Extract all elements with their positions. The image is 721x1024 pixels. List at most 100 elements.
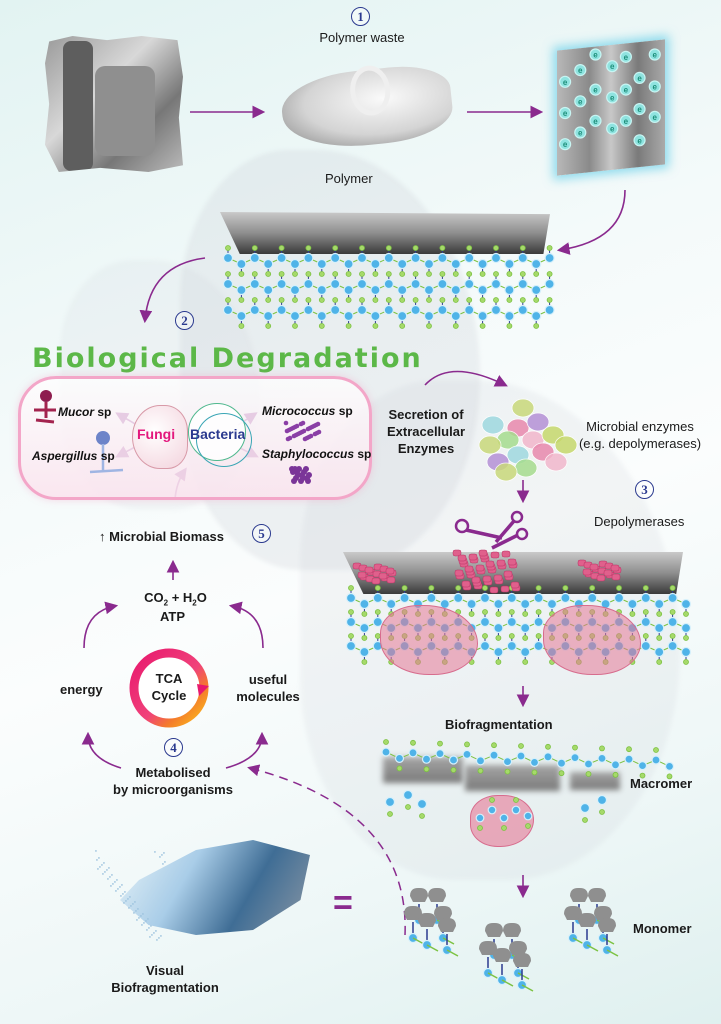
monomer-e-letter: e [624, 117, 629, 126]
carbon-atom [544, 252, 555, 264]
monomer-cap [404, 906, 422, 920]
coccus-cell [303, 466, 309, 472]
tca-line: Cycle [151, 688, 187, 703]
hydrogen-atom [519, 271, 526, 277]
hydrogen-atom [522, 635, 529, 641]
aspergillus-label: Aspergillus sp [32, 449, 115, 463]
carbon-atom [343, 258, 354, 270]
hydrogen-atom [292, 323, 298, 329]
macromer-chains [381, 739, 675, 831]
hydrogen-atom [616, 585, 622, 591]
monomer-e-letter: e [563, 109, 568, 118]
hydrogen-atom [452, 323, 459, 329]
fragment-particle [112, 883, 114, 885]
monomer-e-letter: e [610, 62, 615, 71]
hydrogen-atom [396, 765, 403, 772]
carbon-atom [477, 258, 488, 270]
carbon-atom [504, 310, 515, 322]
fragment-particle [156, 939, 158, 941]
carbon-atom [372, 592, 383, 604]
staphylococcus-label: Staphylococcus sp [262, 447, 371, 461]
hydrogen-atom [491, 742, 497, 749]
carbon-atom [596, 794, 608, 806]
hydrogen-atom [477, 825, 483, 831]
hydrogen-atom [535, 633, 542, 639]
coccus-cell [295, 472, 301, 478]
bond [426, 944, 439, 952]
fragment-particle [155, 930, 157, 932]
monomer-e-letter: e [563, 140, 568, 149]
enzyme-molecule [481, 415, 505, 435]
coccus-cell [294, 423, 300, 429]
monomer-e-letter: e [610, 125, 615, 134]
fragment-particle [148, 927, 150, 929]
hydrogen-atom [642, 609, 649, 615]
carbon-atom [330, 304, 341, 316]
carbon-atom [499, 813, 509, 823]
hydrogen-atom [585, 771, 592, 777]
carbon-atom [654, 622, 665, 634]
fragment-particle [95, 850, 97, 852]
fragment-particle [109, 876, 111, 878]
monomer-e-letter: e [578, 66, 583, 75]
carbon-atom [520, 598, 531, 610]
carbon-atom [263, 258, 274, 270]
hydrogen-atom [479, 323, 486, 329]
monomer-e-bead [606, 60, 619, 73]
hydrogen-atom [278, 271, 285, 277]
enzyme-particle [371, 577, 381, 585]
hydrogen-atom [452, 297, 459, 303]
arrow-to-enzymes [424, 370, 508, 387]
hydrogen-atom [535, 585, 542, 591]
carbon-atom [667, 592, 678, 604]
carbon-atom [597, 753, 607, 763]
monomer-e-bead [648, 48, 661, 61]
carbon-atom [506, 616, 517, 628]
hydrogen-atom [522, 611, 529, 617]
hydrogen-atom [345, 323, 352, 329]
monomer-e-letter: e [637, 136, 642, 145]
monomer-e-bead [606, 91, 619, 104]
monomer-e-bead [633, 134, 646, 147]
hydrogen-atom [238, 271, 245, 277]
hydrogen-atom [383, 739, 389, 745]
enzyme-particle [482, 575, 492, 583]
enzyme-particle [589, 563, 599, 571]
fragment-particle [134, 901, 136, 903]
monomer-cap [438, 918, 456, 932]
bond [442, 937, 455, 945]
hydrogen-atom [558, 770, 565, 777]
hydrogen-atom [450, 767, 457, 773]
carbon-atom [531, 258, 542, 270]
monomer-e-letter: e [578, 129, 583, 138]
carbon-atom [680, 622, 692, 634]
enzyme-particle [582, 568, 592, 576]
hydrogen-atom [410, 739, 416, 746]
carbon-atom [359, 622, 370, 634]
visual-line: Visual [145, 963, 185, 978]
coccus-cell [306, 472, 312, 478]
arrow-chains-to-sheet [556, 189, 626, 255]
carbon-atom [370, 310, 381, 322]
hydrogen-atom [656, 635, 663, 641]
fragment-particle [99, 866, 101, 868]
enzyme-molecule [478, 435, 502, 455]
hydrogen-atom [428, 585, 435, 591]
hydrogen-atom [359, 245, 365, 251]
enzyme-particle [493, 574, 503, 582]
genus-text: Staphylococcus [262, 447, 355, 461]
o-text: O [196, 590, 207, 605]
hydrogen-atom [401, 585, 408, 591]
arrow-sheet-to-degradation [139, 257, 206, 324]
hydrogen-atom [501, 825, 507, 831]
hydrogen-atom [412, 271, 419, 277]
enzyme-particle [510, 581, 520, 589]
carbon-atom [345, 616, 357, 628]
fragment-particle [149, 936, 151, 938]
scissors-icon [454, 510, 529, 550]
enzyme-particle [475, 564, 485, 572]
hydrogen-atom [508, 633, 515, 639]
carbon-atom [437, 252, 448, 264]
hydrogen-atom [669, 633, 676, 639]
hydrogen-atom [345, 271, 352, 277]
